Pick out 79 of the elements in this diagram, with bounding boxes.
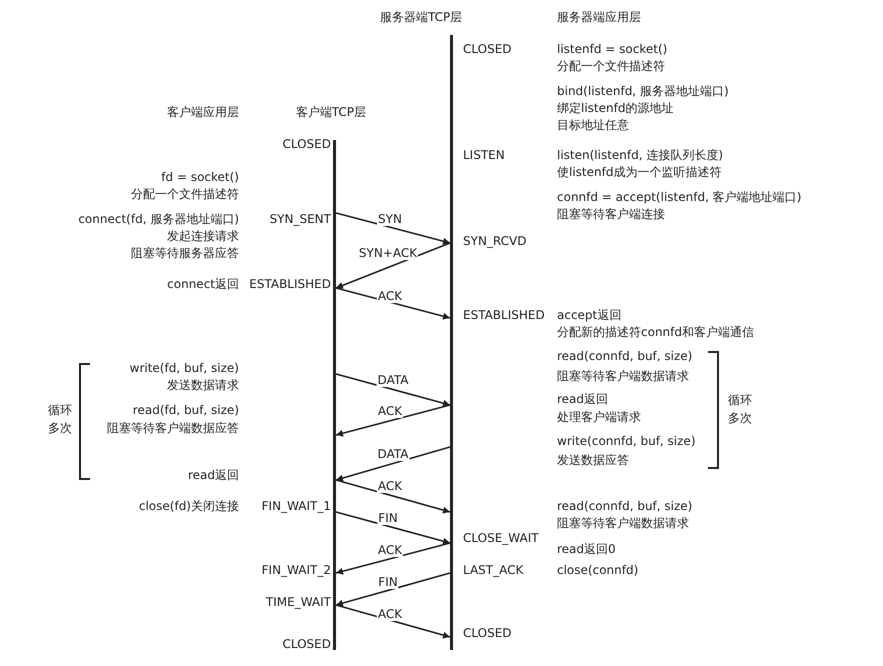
state-label: ESTABLISHED [463,308,545,323]
function-call: read返回 [557,392,608,407]
function-call: read(connfd, buf, size) [557,349,692,364]
loop-note: 循环 [48,403,72,418]
description: 发起连接请求 [167,229,239,244]
description: 阻塞等待客户端数据请求 [557,369,689,384]
arrow [336,572,450,606]
function-call: listenfd = socket() [557,42,668,57]
arrow [336,479,450,514]
description: 阻塞等待服务器应答 [131,246,239,261]
arrow [336,404,450,437]
loop-note: 循环 [728,393,752,408]
description: 处理客户端请求 [557,410,641,425]
arrow [336,511,450,545]
state-label: LISTEN [463,148,505,163]
state-label: FIN_WAIT_2 [262,563,331,578]
state-label: SYN_SENT [270,212,331,227]
function-call: connfd = accept(listenfd, 客户端地址端口) [557,190,802,205]
function-call: read(connfd, buf, size) [557,499,692,514]
column-heading: 服务器端应用层 [557,10,641,25]
function-call: close(connfd) [557,563,638,578]
edge-label: ACK [376,543,404,557]
function-call: close(fd)关闭连接 [138,499,239,514]
state-label: SYN_RCVD [463,234,526,249]
function-call: connect返回 [167,277,239,292]
function-call: read返回 [188,468,239,483]
arrow [336,446,450,482]
edge-label: ACK [376,479,404,493]
function-call: connect(fd, 服务器地址端口) [78,212,239,227]
state-label: CLOSED [463,626,512,641]
description: 分配一个文件描述符 [557,59,665,74]
function-call: read(fd, buf, size) [132,403,239,418]
state-label: CLOSED [282,137,331,152]
edge-label: FIN [377,511,399,525]
description: 目标地址任意 [557,118,629,133]
state-label: ESTABLISHED [249,277,331,292]
function-call: write(fd, buf, size) [130,361,239,376]
description: 分配新的描述符connfd和客户端通信 [557,325,754,340]
column-heading: 客户端TCP层 [296,105,366,120]
edge-label: FIN [377,575,399,589]
arrow [336,287,450,320]
state-label: LAST_ACK [463,563,524,578]
function-call: accept返回 [557,308,622,323]
function-call: read返回0 [557,542,616,557]
arrow [336,604,450,638]
description: 发送数据请求 [167,378,239,393]
state-label: CLOSE_WAIT [463,531,539,546]
state-label: CLOSED [463,42,512,57]
description: 阻塞等待客户端数据应答 [107,421,239,436]
edge-label: DATA [376,373,410,387]
description: 阻塞等待客户端连接 [557,207,665,222]
edge-label: SYN [377,212,403,226]
arrow [336,542,450,575]
column-heading: 服务器端TCP层 [380,10,462,25]
state-label: TIME_WAIT [266,595,331,610]
description: 发送数据应答 [557,453,629,468]
edge-label: DATA [376,447,410,461]
description: 绑定listenfd的源地址 [557,101,674,116]
state-label: FIN_WAIT_1 [262,499,331,514]
arrow [336,373,450,407]
loop-note: 多次 [48,421,72,436]
timeline-bar [450,35,453,650]
description: 使listenfd成为一个监听描述符 [557,165,722,180]
function-call: listen(listenfd, 连接队列长度) [557,148,724,163]
edge-label: ACK [376,607,404,621]
arrow [336,212,450,245]
loop-note: 多次 [728,411,752,426]
column-heading: 客户端应用层 [167,105,239,120]
edge-label: ACK [376,289,404,303]
description: 分配一个文件描述符 [131,187,239,202]
function-call: fd = socket() [161,170,239,185]
state-label: CLOSED [282,637,331,652]
edge-label: SYN+ACK [358,246,418,260]
description: 阻塞等待客户端数据请求 [557,516,689,531]
edge-label: ACK [376,404,404,418]
function-call: write(connfd, buf, size) [557,434,696,449]
arrow [336,242,450,289]
timeline-bar [333,140,336,650]
function-call: bind(listenfd, 服务器地址端口) [557,84,729,99]
